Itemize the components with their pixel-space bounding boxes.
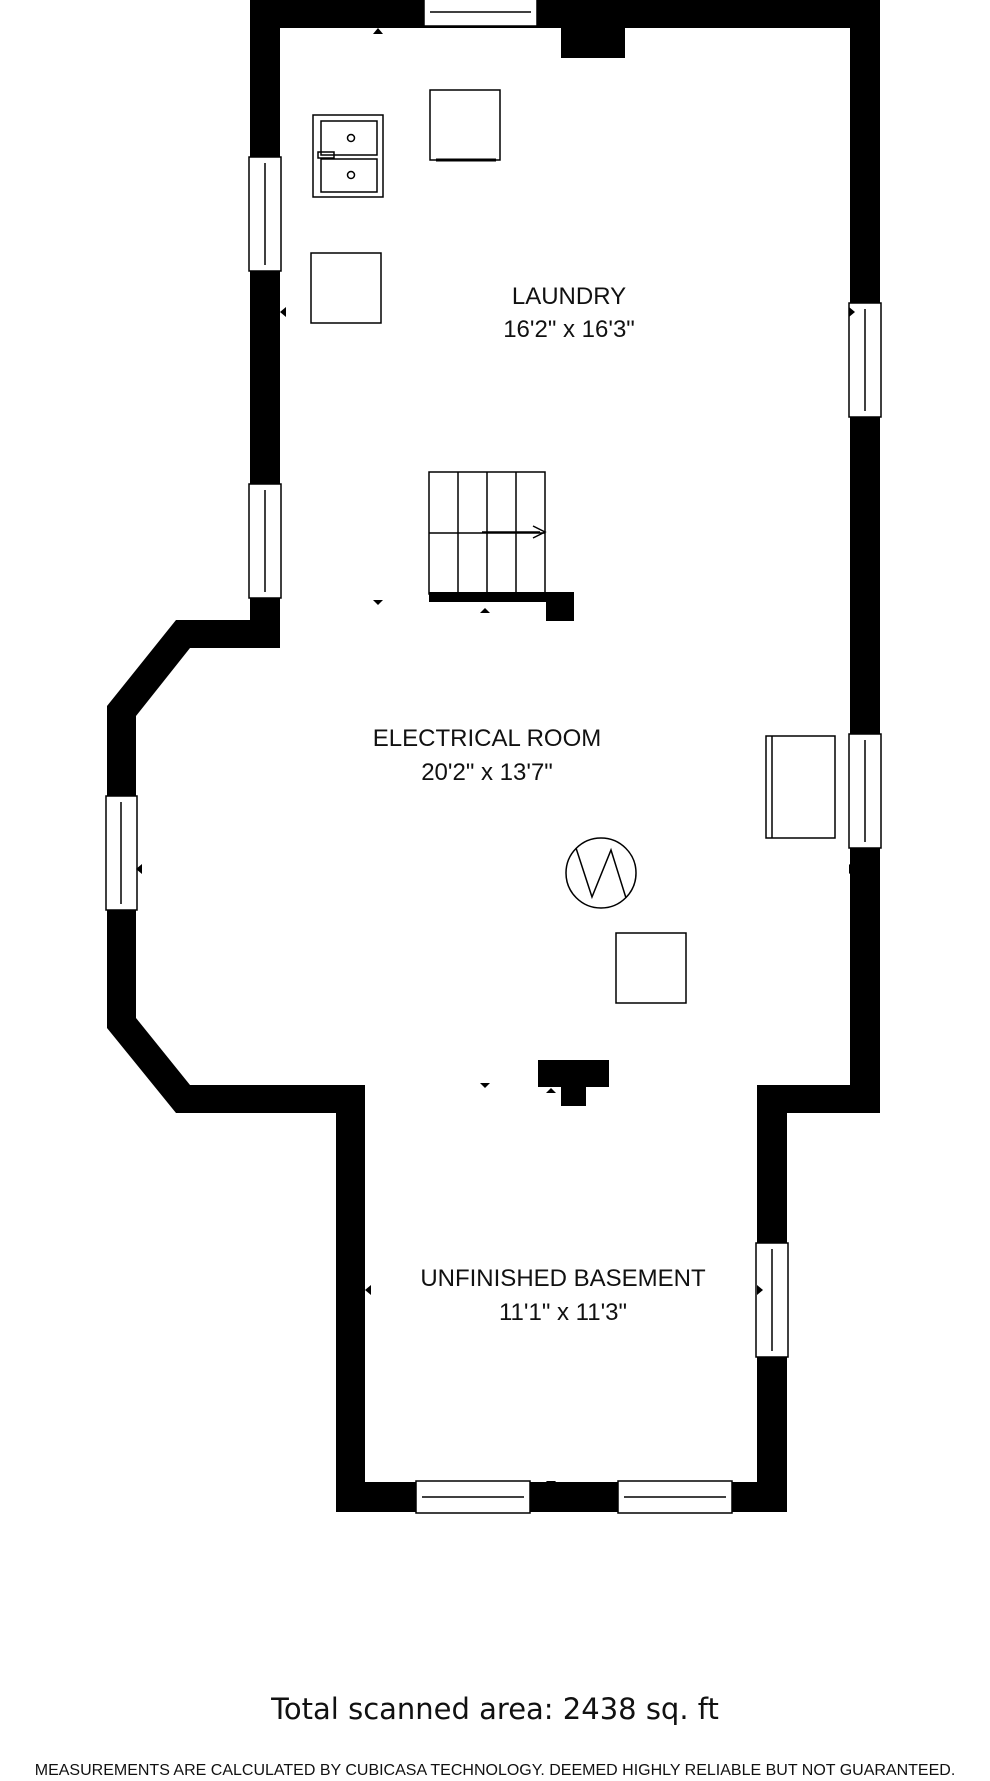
window-top <box>423 0 538 27</box>
stair-wall <box>429 592 574 621</box>
window-bottom-right <box>617 1480 733 1514</box>
laundry-sink <box>312 114 384 198</box>
window-left-bay <box>105 795 138 911</box>
room-dims-electrical: 20'2" x 13'7" <box>421 759 553 786</box>
wall-notch-top <box>561 26 625 58</box>
window-left-middle <box>248 483 282 599</box>
room-dims-unfinished-basement: 11'1" x 11'3" <box>499 1299 627 1326</box>
window-left-upper <box>248 156 282 272</box>
window-right-lower <box>755 1242 789 1358</box>
room-name-laundry: LAUNDRY <box>512 283 626 310</box>
room-name-unfinished-basement: UNFINISHED BASEMENT <box>420 1265 706 1292</box>
windows <box>105 0 882 1514</box>
interior-wall-stub <box>538 1060 609 1106</box>
window-bottom-left <box>415 1480 531 1514</box>
room-name-electrical: ELECTRICAL ROOM <box>373 725 601 752</box>
furnace <box>615 932 687 1004</box>
room-dims-laundry: 16'2" x 16'3" <box>503 316 635 343</box>
washer <box>429 89 501 162</box>
stairs <box>428 471 547 595</box>
water-heater-icon <box>565 837 637 909</box>
disclaimer: MEASUREMENTS ARE CALCULATED BY CUBICASA … <box>34 1762 956 1779</box>
window-right-middle <box>848 733 882 849</box>
dryer <box>310 252 382 324</box>
door-markers <box>136 28 855 1487</box>
window-right-upper <box>848 302 882 418</box>
electrical-panel <box>765 735 836 839</box>
total-area: Total scanned area: 2438 sq. ft <box>271 1692 719 1726</box>
